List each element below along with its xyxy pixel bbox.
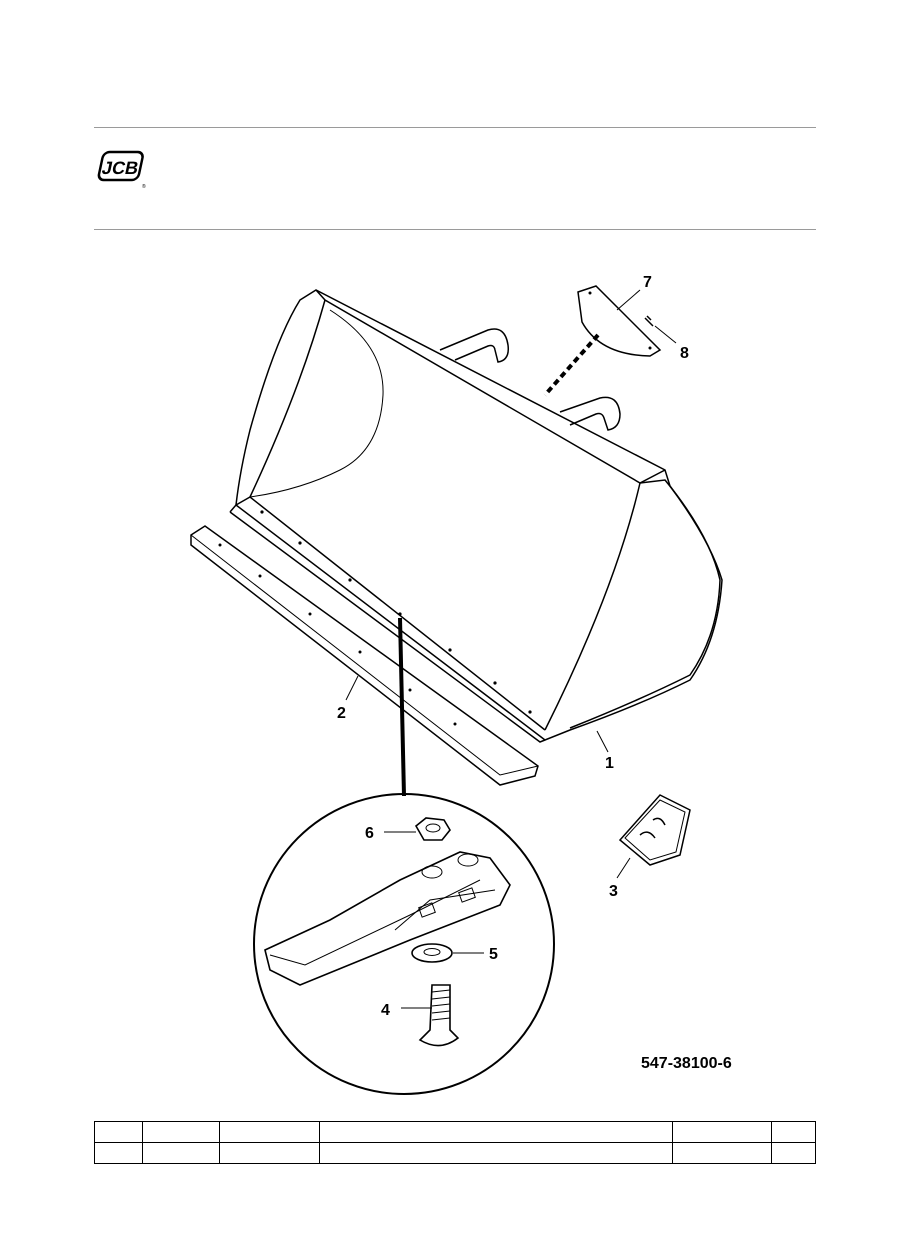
table-cell (94, 1121, 143, 1143)
callout-3: 3 (609, 883, 618, 900)
table-cell (318, 1142, 674, 1164)
table-cell (771, 1142, 816, 1164)
table-row (94, 1121, 816, 1143)
illustration-reference-number: 547-38100-6 (641, 1055, 732, 1072)
table-cell (94, 1142, 143, 1164)
callout-4: 4 (381, 1002, 390, 1019)
table-row (94, 1142, 816, 1164)
svg-text:®: ® (142, 183, 146, 190)
header-bottom-rule (94, 229, 816, 230)
header-top-rule (94, 127, 816, 128)
callout-6: 6 (365, 825, 374, 842)
logo-lettering: JCB (100, 158, 140, 178)
callout-7: 7 (643, 274, 652, 291)
table-cell (672, 1121, 773, 1143)
jcb-logo: JCB ® (97, 150, 146, 190)
table-cell (318, 1121, 674, 1143)
callout-8: 8 (680, 345, 689, 362)
detail-circle (253, 617, 555, 1095)
callout-2: 2 (337, 705, 346, 722)
parts-list-table (94, 1121, 816, 1164)
wear-plate-illustration (543, 285, 662, 397)
table-cell (141, 1142, 220, 1164)
side-protector-illustration (618, 794, 691, 866)
table-cell (218, 1142, 320, 1164)
table-cell (672, 1142, 773, 1164)
cutting-edge-illustration (190, 525, 539, 786)
callout-5: 5 (489, 946, 498, 963)
table-cell (218, 1121, 320, 1143)
table-cell (771, 1121, 816, 1143)
callout-leaders (345, 289, 677, 1009)
callout-1: 1 (605, 755, 614, 772)
bucket-illustration (229, 289, 723, 743)
table-cell (141, 1121, 220, 1143)
